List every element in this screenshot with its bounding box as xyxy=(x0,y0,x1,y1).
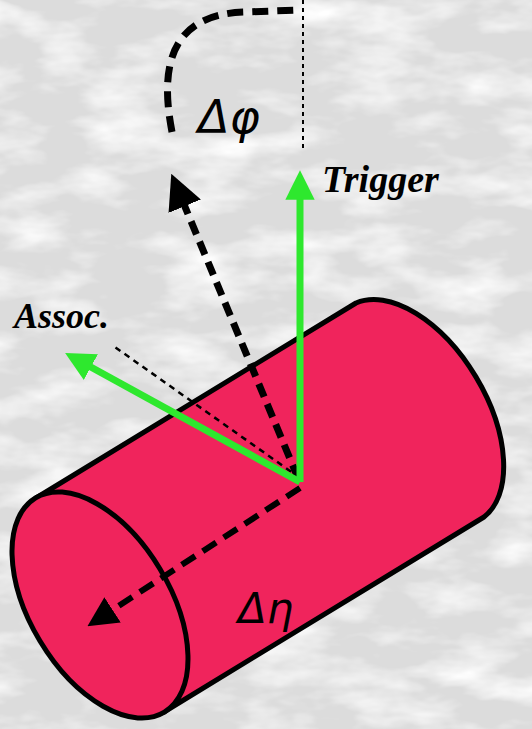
trigger-arrow xyxy=(297,185,304,482)
angle-label: Δφ xyxy=(198,94,260,140)
axis-label: Δη xyxy=(238,588,293,630)
vector-label: Trigger xyxy=(322,160,439,198)
reference-line xyxy=(302,0,304,150)
vector-label: Assoc. xyxy=(14,298,109,334)
cylinder-end xyxy=(4,462,224,725)
cylinder: Δη xyxy=(4,280,528,725)
assoc-arrow xyxy=(78,360,300,482)
projected-arrow xyxy=(178,190,298,478)
beam-axis-arrow xyxy=(100,488,300,618)
cylinder-shape xyxy=(4,280,528,725)
